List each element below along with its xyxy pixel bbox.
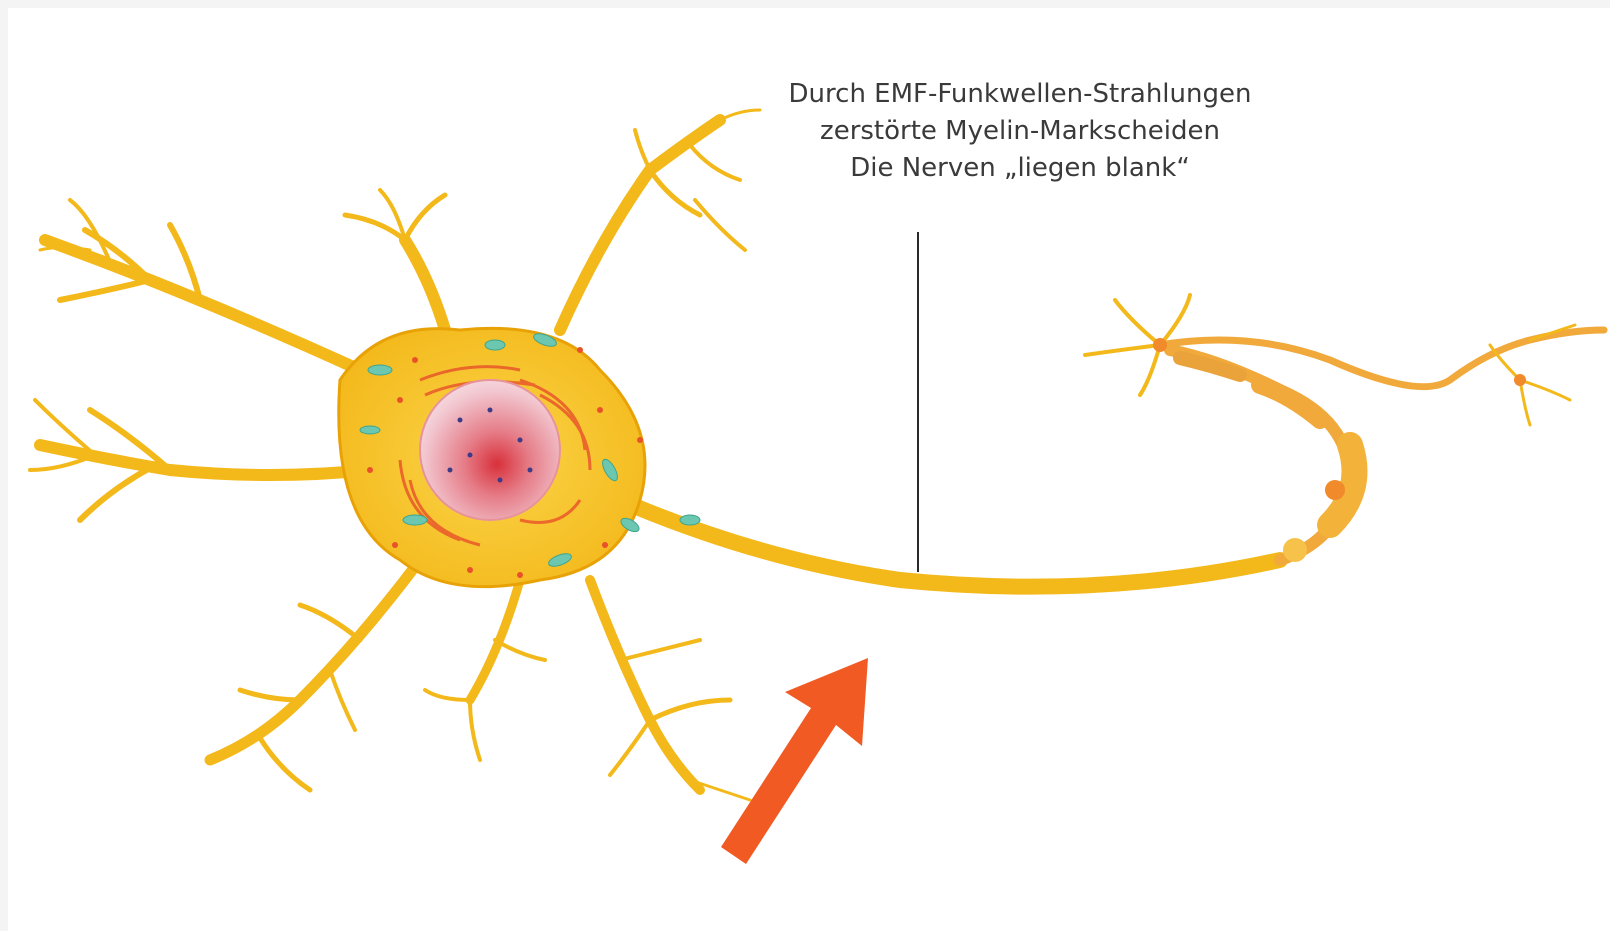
annotation-text: Durch EMF-Funkwellen-Strahlungen zerstör… xyxy=(700,76,1340,187)
annotation-line-2: zerstörte Myelin-Markscheiden xyxy=(700,113,1340,150)
nucleus xyxy=(420,380,560,520)
annotation-line-1: Durch EMF-Funkwellen-Strahlungen xyxy=(700,76,1340,113)
orange-arrow-icon xyxy=(721,658,868,864)
axon xyxy=(620,295,1604,587)
annotation-line-3: Die Nerven „liegen blank“ xyxy=(700,150,1340,187)
cell-body xyxy=(339,328,700,586)
